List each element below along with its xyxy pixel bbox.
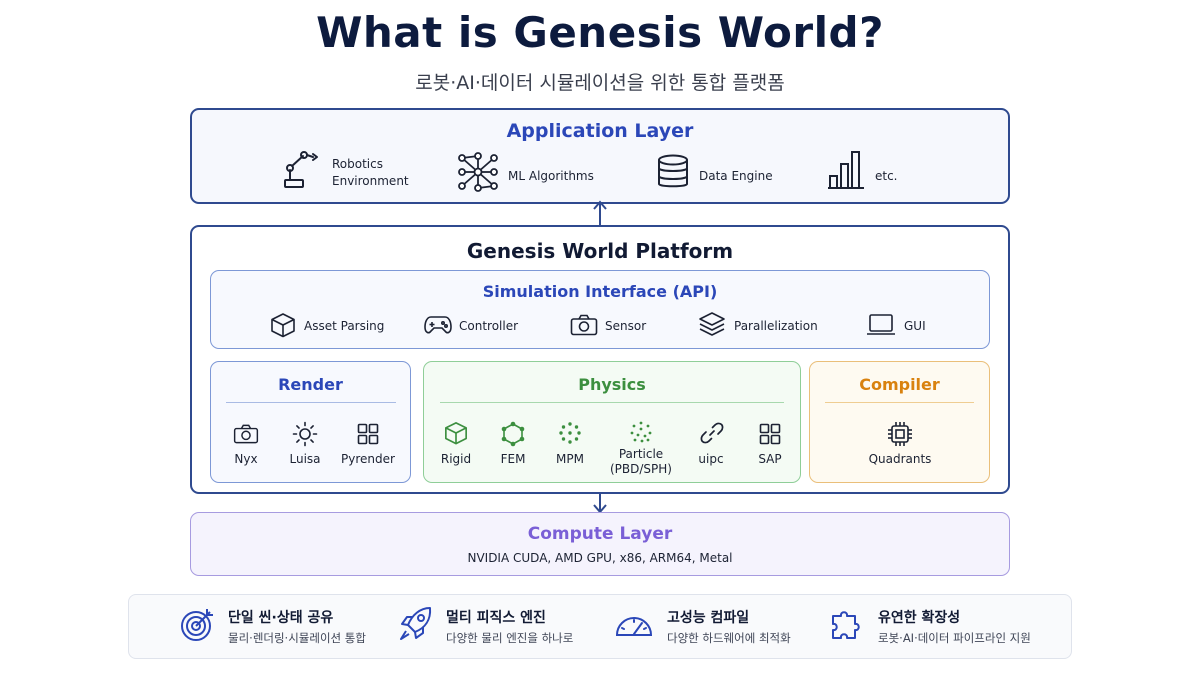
physics-item-fem: FEM <box>500 452 526 466</box>
mesh-icon <box>501 421 525 447</box>
render-heading: Render <box>278 375 343 394</box>
physics-heading: Physics <box>578 375 646 394</box>
rocket-icon <box>400 607 432 640</box>
feature-sub-extensibility: 로봇·AI·데이터 파이프라인 지원 <box>878 631 1031 645</box>
neural-network-icon <box>458 152 498 192</box>
link-icon <box>700 422 724 444</box>
cube-icon <box>271 313 295 338</box>
arrow-up-icon <box>593 200 607 226</box>
api-item-controller: Controller <box>459 319 519 333</box>
feature-title-scene: 단일 씬·상태 공유 <box>228 610 334 626</box>
simulation-interface-box <box>210 270 990 349</box>
physics-item-uipc: uipc <box>698 452 724 466</box>
application-layer-heading: Application Layer <box>506 120 694 142</box>
camera-icon <box>233 424 259 444</box>
render-item-pyrender: Pyrender <box>341 452 395 466</box>
cube-icon <box>445 422 467 445</box>
app-item-robotics-line2: Environment <box>332 174 409 188</box>
app-item-data-engine-label: Data Engine <box>699 169 773 183</box>
api-item-gui: GUI <box>904 319 926 333</box>
compiler-item-quadrants: Quadrants <box>868 452 932 466</box>
grid-icon <box>357 423 379 445</box>
features-bar <box>128 594 1072 659</box>
physics-item-mpm: MPM <box>556 452 584 466</box>
compute-layer-description: NVIDIA CUDA, AMD GPU, x86, ARM64, Metal <box>467 551 733 565</box>
platform-heading: Genesis World Platform <box>466 239 734 263</box>
simulation-interface-heading: Simulation Interface (API) <box>482 282 718 301</box>
page-subtitle: 로봇·AI·데이터 시뮬레이션을 위한 통합 플랫폼 <box>415 72 785 94</box>
page-title: What is Genesis World? <box>316 8 884 57</box>
api-item-asset-parsing: Asset Parsing <box>304 319 385 333</box>
application-layer-box <box>190 108 1010 204</box>
sun-icon <box>292 421 318 447</box>
feature-sub-multiphysics: 다양한 물리 엔진을 하나로 <box>446 631 574 645</box>
database-icon <box>658 154 688 188</box>
compute-layer-box <box>190 512 1010 576</box>
bar-chart-icon <box>828 151 864 189</box>
feature-title-extensibility: 유연한 확장성 <box>878 610 961 626</box>
puzzle-icon <box>832 611 860 639</box>
physics-item-rigid: Rigid <box>440 452 472 466</box>
grid-icon <box>759 423 781 445</box>
feature-sub-scene: 물리·렌더링·시뮬레이션 통합 <box>228 631 366 645</box>
dots-icon <box>559 422 581 444</box>
compute-layer-heading: Compute Layer <box>527 524 673 544</box>
speedometer-icon <box>615 617 653 636</box>
physics-item-particle-line1: Particle <box>618 447 664 461</box>
render-divider <box>226 402 396 403</box>
physics-item-sap: SAP <box>758 452 782 466</box>
robot-arm-icon <box>284 151 318 188</box>
target-icon <box>181 609 213 641</box>
physics-item-particle-line2: (PBD/SPH) <box>610 462 672 476</box>
app-item-etc-label: etc. <box>875 169 898 183</box>
feature-title-multiphysics: 멀티 피직스 엔진 <box>446 610 546 626</box>
laptop-icon <box>867 314 895 335</box>
layers-icon <box>699 312 725 336</box>
app-item-robotics-line1: Robotics <box>332 157 383 171</box>
chip-icon <box>888 422 912 446</box>
camera-icon <box>570 314 598 336</box>
particles-icon <box>630 421 652 443</box>
physics-box <box>423 361 801 483</box>
render-box <box>210 361 411 483</box>
api-item-sensor: Sensor <box>605 319 647 333</box>
app-item-ml-label: ML Algorithms <box>508 169 594 183</box>
compiler-divider <box>825 402 974 403</box>
feature-title-compile: 고성능 컴파일 <box>667 610 750 626</box>
gamepad-icon <box>424 316 452 334</box>
compiler-heading: Compiler <box>859 375 940 394</box>
physics-divider <box>440 402 784 403</box>
render-item-luisa: Luisa <box>289 452 321 466</box>
api-item-parallelization: Parallelization <box>734 319 818 333</box>
render-item-nyx: Nyx <box>234 452 258 466</box>
feature-sub-compile: 다양한 하드웨어에 최적화 <box>667 631 791 645</box>
